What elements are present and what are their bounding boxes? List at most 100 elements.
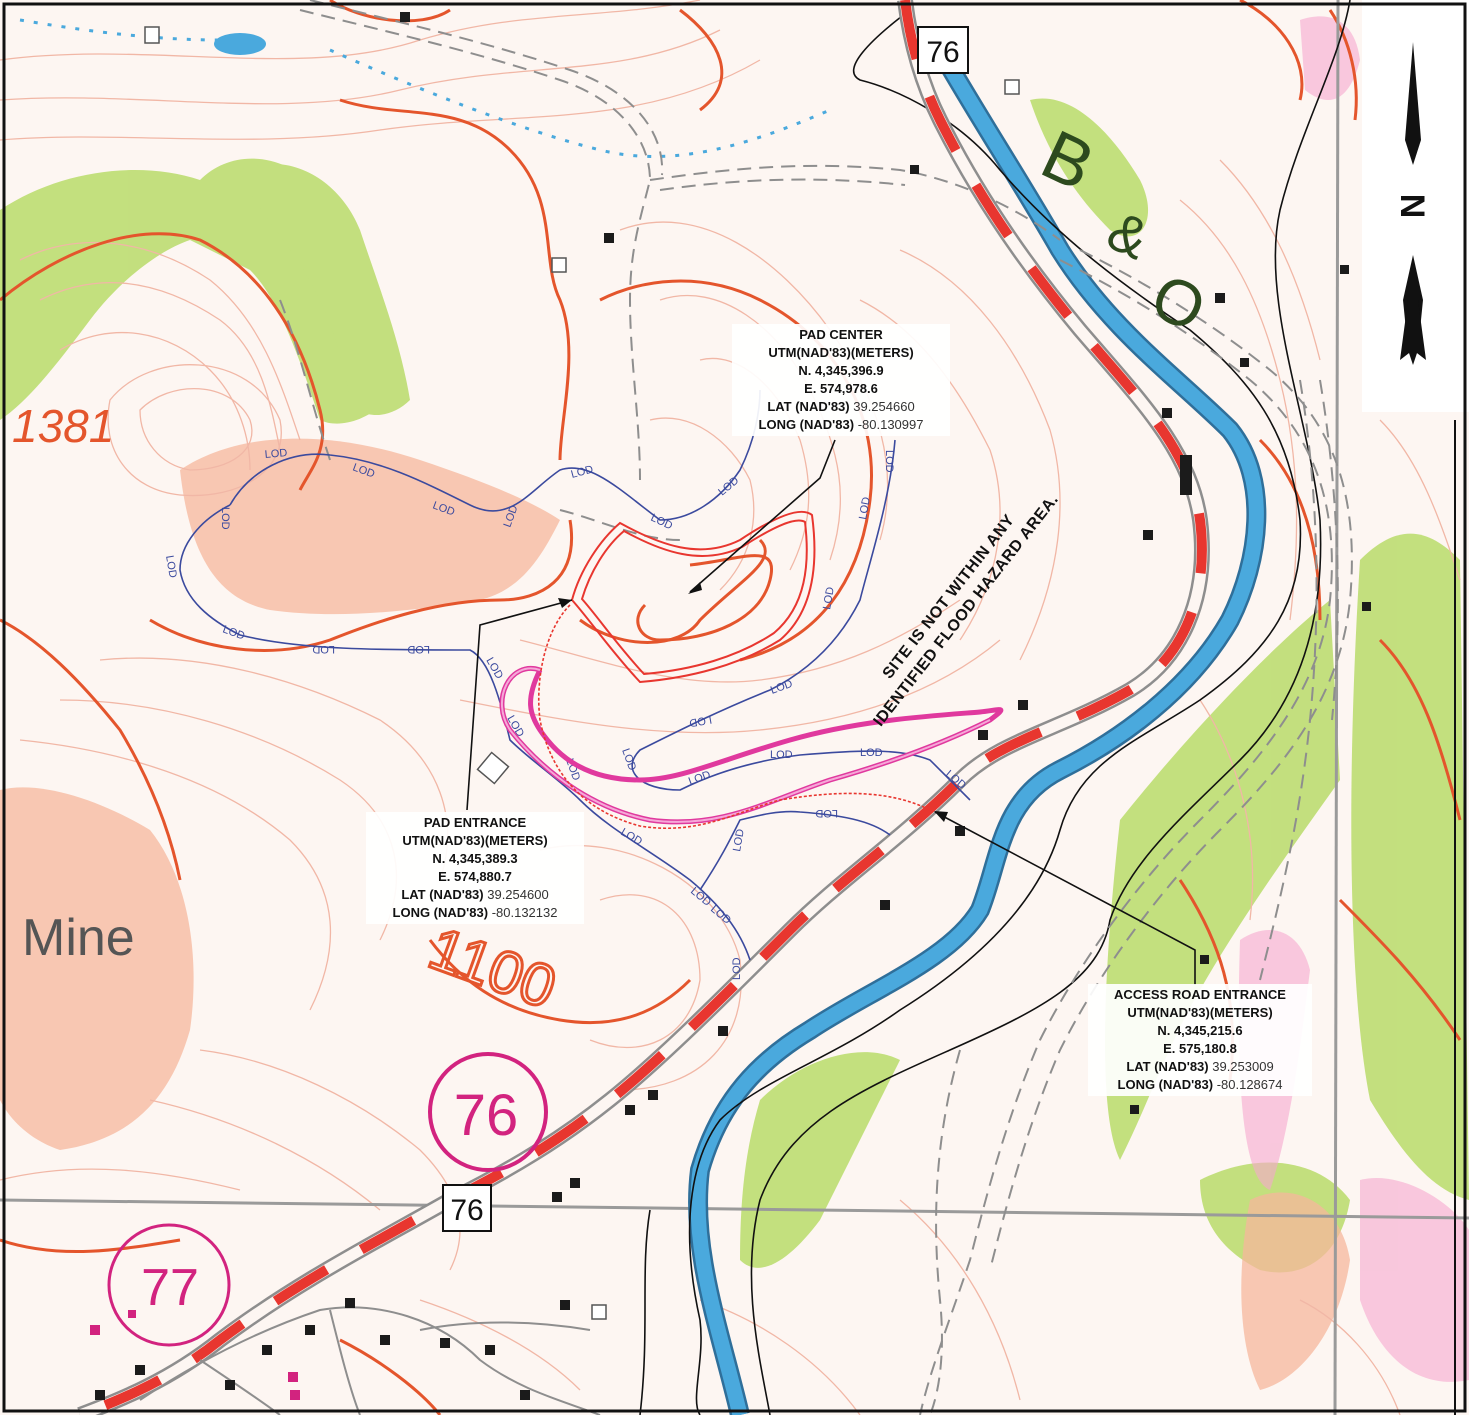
building <box>1130 1105 1139 1114</box>
access-road-center <box>500 667 991 823</box>
lod-label: LOD <box>163 554 179 578</box>
lod-line <box>179 504 751 961</box>
arrow-head <box>934 811 948 822</box>
building <box>95 1390 105 1400</box>
north-label: N <box>1393 194 1431 219</box>
contour-line <box>419 1299 581 1391</box>
access-road-entrance-lat-label: LAT (NAD'83) <box>1126 1059 1209 1074</box>
grid-line <box>0 1198 1469 1220</box>
building <box>485 1345 495 1355</box>
building <box>552 1192 562 1202</box>
building <box>1200 955 1209 964</box>
lod-label: LOD <box>821 586 837 610</box>
vegetation-area <box>240 163 410 415</box>
pad-entrance-long-label: LONG (NAD'83) <box>392 905 489 920</box>
access-road-entrance-callout: ACCESS ROAD ENTRANCE UTM(NAD'83)(METERS)… <box>1088 984 1312 1096</box>
dirt-road <box>559 509 681 541</box>
dirt-road <box>929 1049 961 1415</box>
building <box>290 1390 300 1400</box>
lod-label: LOD <box>407 643 430 655</box>
building <box>128 1310 136 1318</box>
access-road-entrance-title: ACCESS ROAD ENTRANCE <box>1114 987 1286 1002</box>
building <box>551 257 567 273</box>
contour-line <box>0 1168 241 1191</box>
urban-areas <box>0 438 1350 1390</box>
pad-entrance-lat-label: LAT (NAD'83) <box>401 887 484 902</box>
index-contour <box>1239 0 1304 101</box>
pad-entrance-lat-value: 39.254600 <box>487 887 549 902</box>
mine-area <box>180 438 560 615</box>
building <box>1215 293 1225 303</box>
access-road-entrance-long-label: LONG (NAD'83) <box>1117 1077 1214 1092</box>
mine-area <box>0 787 194 1150</box>
building <box>570 1178 580 1188</box>
building <box>345 1298 355 1308</box>
contour-line <box>0 0 701 61</box>
pad-center-northing: N. 4,345,396.9 <box>798 363 884 378</box>
pad-entrance-callout: PAD ENTRANCE UTM(NAD'83)(METERS) N. 4,34… <box>366 812 584 924</box>
lod-label: LOD <box>264 447 288 461</box>
pad-entrance-northing: N. 4,345,389.3 <box>432 851 518 866</box>
index-contour <box>339 98 571 461</box>
contour-line <box>139 387 253 471</box>
access-road-entrance-long: LONG (NAD'83) -80.128674 <box>1092 1076 1308 1094</box>
index-contour <box>428 939 692 1025</box>
route-76-circle <box>428 1052 548 1172</box>
access-centerline <box>537 604 931 830</box>
lod-label: LOD <box>731 828 747 852</box>
building <box>262 1345 272 1355</box>
contour-line <box>149 1099 381 1211</box>
building <box>591 1304 607 1320</box>
building <box>910 165 919 174</box>
access-road-entrance-easting: E. 575,180.8 <box>1163 1041 1237 1056</box>
dirt-road <box>1319 379 1339 721</box>
leader-lines <box>466 439 1196 985</box>
pad-entrance-easting: E. 574,880.7 <box>438 869 512 884</box>
pad-center-long-label: LONG (NAD'83) <box>758 417 855 432</box>
building <box>440 1338 450 1348</box>
flood-zone-boundary <box>750 0 1351 1415</box>
urban-area <box>1360 1178 1469 1382</box>
building <box>1180 455 1192 495</box>
pad-entrance-datum: UTM(NAD'83)(METERS) <box>402 833 548 848</box>
index-contour <box>1258 438 1322 621</box>
building <box>288 1372 298 1382</box>
grid-line <box>1333 0 1340 1415</box>
pink-markers <box>90 1310 300 1400</box>
leader-line-pad-entrance <box>466 599 573 811</box>
pad-center-long-value: -80.130997 <box>857 417 924 432</box>
route-76-label-top: 76 <box>926 36 959 69</box>
lod-line <box>631 439 971 801</box>
unimproved-roads <box>279 0 1353 1415</box>
lod-label: LOD <box>312 643 335 655</box>
street <box>419 1321 591 1331</box>
index-contour <box>329 0 451 23</box>
index-contour <box>579 538 767 644</box>
street <box>329 1309 361 1415</box>
pad-center-title: PAD CENTER <box>799 327 883 342</box>
route-76-shield-bottom <box>442 1184 492 1232</box>
route-shields: 76 76 76 77 <box>107 26 969 1347</box>
north-arrow-fin <box>1400 300 1426 360</box>
building <box>520 1390 530 1400</box>
street <box>139 1306 601 1415</box>
index-contour <box>679 8 724 112</box>
pond <box>214 33 266 55</box>
building <box>305 1325 315 1335</box>
pad-center-long: LONG (NAD'83) -80.130997 <box>736 416 946 434</box>
lod-label: LOD <box>219 507 231 530</box>
arrow-head <box>558 598 572 608</box>
railroad <box>919 259 1333 1415</box>
building <box>1362 602 1371 611</box>
access-road <box>499 665 1004 825</box>
building <box>604 233 614 243</box>
index-contour <box>0 618 182 881</box>
pad-outline-outer <box>570 510 816 684</box>
building <box>880 900 890 910</box>
building <box>955 826 965 836</box>
leader-arrows <box>558 582 948 822</box>
pad-entrance-long-value: -80.132132 <box>491 905 558 920</box>
